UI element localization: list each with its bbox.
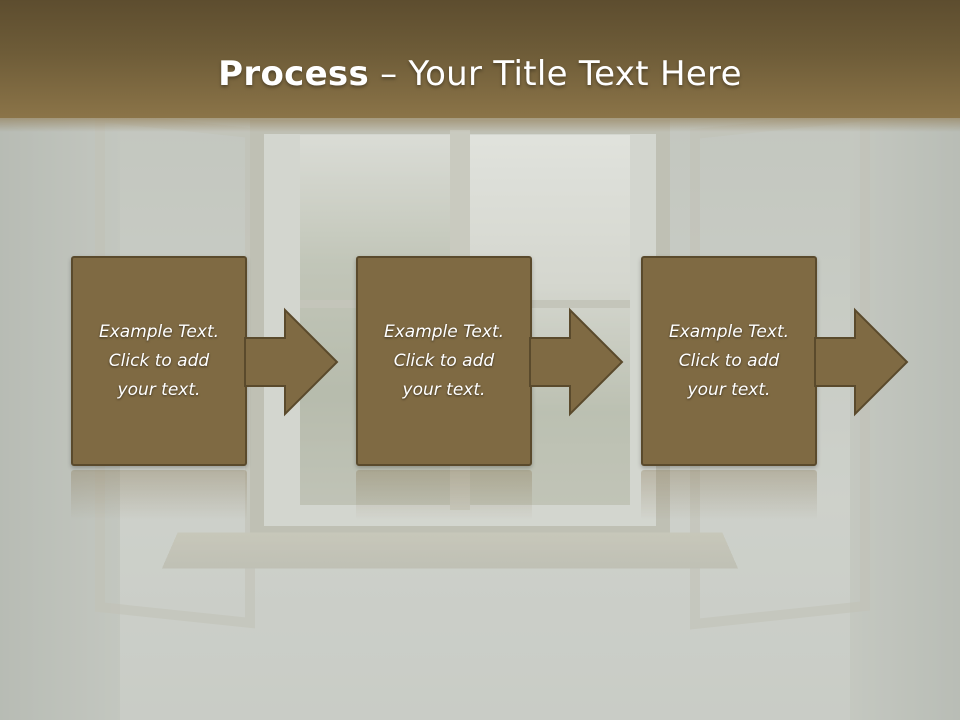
right-arrow-icon[interactable] xyxy=(528,307,624,417)
right-arrow-icon[interactable] xyxy=(243,307,339,417)
slide-title[interactable]: Process – Your Title Text Here xyxy=(0,52,960,96)
step-text: Example Text. Click to add your text. xyxy=(79,318,239,405)
step-line: Click to add xyxy=(108,350,210,371)
step-reflection xyxy=(356,470,532,520)
title-rest: – Your Title Text Here xyxy=(369,54,742,94)
process-step-1[interactable]: Example Text. Click to add your text. xyxy=(71,256,247,466)
wall-right xyxy=(850,110,960,720)
step-line: your text. xyxy=(117,379,201,400)
process-step-3[interactable]: Example Text. Click to add your text. xyxy=(641,256,817,466)
step-reflection xyxy=(71,470,247,520)
step-text: Example Text. Click to add your text. xyxy=(649,318,809,405)
step-reflection xyxy=(641,470,817,520)
right-arrow-icon[interactable] xyxy=(813,307,909,417)
step-line: your text. xyxy=(687,379,771,400)
step-line: your text. xyxy=(402,379,486,400)
title-bold: Process xyxy=(218,54,370,94)
step-line: Example Text. xyxy=(383,321,505,342)
step-line: Click to add xyxy=(678,350,780,371)
process-step-2[interactable]: Example Text. Click to add your text. xyxy=(356,256,532,466)
step-line: Example Text. xyxy=(98,321,220,342)
step-line: Example Text. xyxy=(668,321,790,342)
step-line: Click to add xyxy=(393,350,495,371)
step-text: Example Text. Click to add your text. xyxy=(364,318,524,405)
title-banner: Process – Your Title Text Here xyxy=(0,0,960,132)
